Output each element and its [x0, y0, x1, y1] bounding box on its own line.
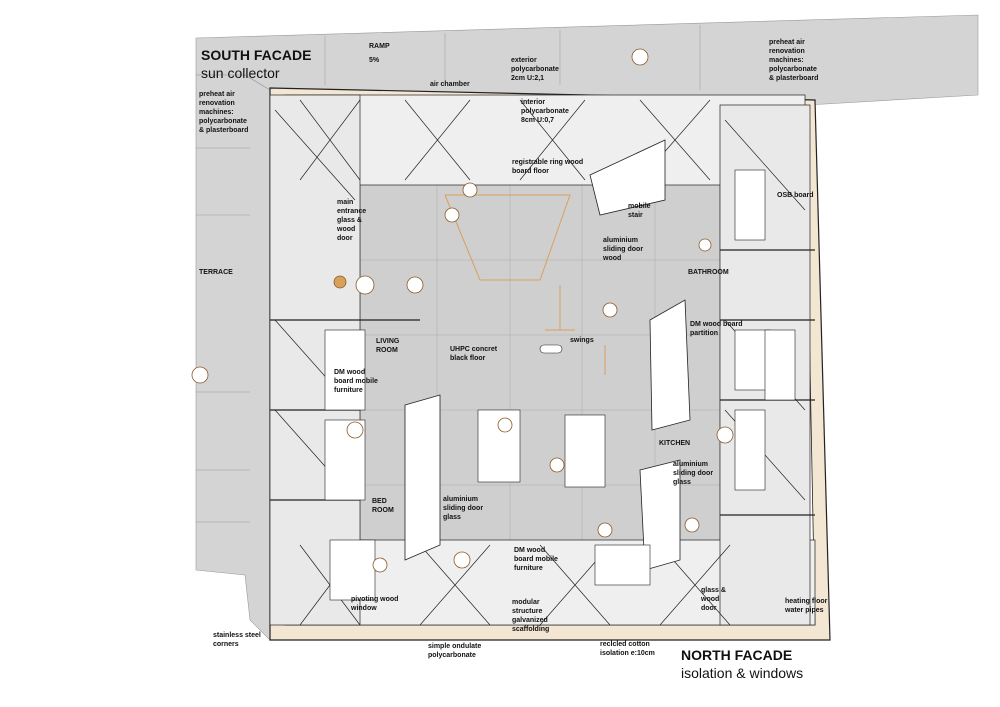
mobile-stair-label: mobile stair [628, 203, 651, 219]
sliding-doors [404, 139, 691, 571]
modular-structure-label: modular structure galvanized scaffolding [512, 599, 550, 633]
simple-ondulate-label: simple ondulate polycarbonate [428, 643, 482, 659]
north-facade-subtitle: isolation & windows [681, 665, 804, 681]
exterior-panels [195, 14, 979, 641]
preheat-air-right-label: preheat air renovation machines: polycar… [769, 39, 819, 82]
north-facade-title: NORTH FACADE isolation & windows [681, 646, 803, 682]
glass-wood-door-label: glass & wood door [701, 587, 726, 612]
terrace-label: TERRACE [199, 269, 233, 276]
osb-board-label: OSB board [777, 192, 814, 199]
pivoting-window-label: pivoting wood window [351, 596, 399, 612]
living-room-label: LIVING ROOM [376, 338, 400, 354]
south-facade-subtitle: sun collector [201, 65, 280, 81]
aluminium-sliding-glass-center-label: aluminium sliding door glass [443, 496, 484, 521]
dm-mobile-bottom-label: DM wood board mobile furniture [514, 547, 558, 572]
furniture-modules [324, 169, 796, 601]
heating-floor-label: heating floor water pipes [785, 598, 828, 614]
kitchen-label: KITCHEN [659, 440, 691, 447]
dm-mobile-left-label: DM wood board mobile furniture [334, 369, 378, 394]
registrable-ring-label: registrable ring wood board floor [512, 159, 584, 175]
swings-label: swings [570, 337, 594, 344]
ramp-slope-label: 5% [369, 57, 380, 64]
north-facade-heading: NORTH FACADE [681, 647, 793, 663]
preheat-air-left-label: preheat air renovation machines: polycar… [199, 91, 249, 134]
bed-room-label: BED ROOM [372, 498, 394, 514]
air-chamber-label: air chamber [430, 81, 470, 88]
ramp-label: RAMP [369, 43, 390, 50]
recycled-cotton-label: reclcled cotton isolation e:10cm [600, 641, 655, 657]
aluminium-sliding-wood-label: aluminium sliding door wood [603, 237, 644, 262]
exterior-polycarbonate-label: exterior polycarbonate 2cm U:2,1 [511, 57, 559, 82]
stainless-corners-label: stainless steel corners [213, 632, 261, 648]
south-facade-title: SOUTH FACADE sun collector [201, 46, 311, 82]
south-facade-heading: SOUTH FACADE [201, 47, 312, 63]
main-entrance-label: main entrance glass & wood door [337, 199, 367, 242]
uhpc-floor-label: UHPC concret black floor [450, 346, 498, 362]
aluminium-sliding-glass-right-label: aluminium sliding door glass [673, 461, 714, 486]
dm-partition-label: DM wood board partition [690, 321, 743, 337]
people-figures [191, 48, 734, 573]
bathroom-label: BATHROOM [688, 269, 729, 276]
interior-polycarbonate-label: interior polycarbonate 8cm U:0,7 [521, 99, 569, 124]
